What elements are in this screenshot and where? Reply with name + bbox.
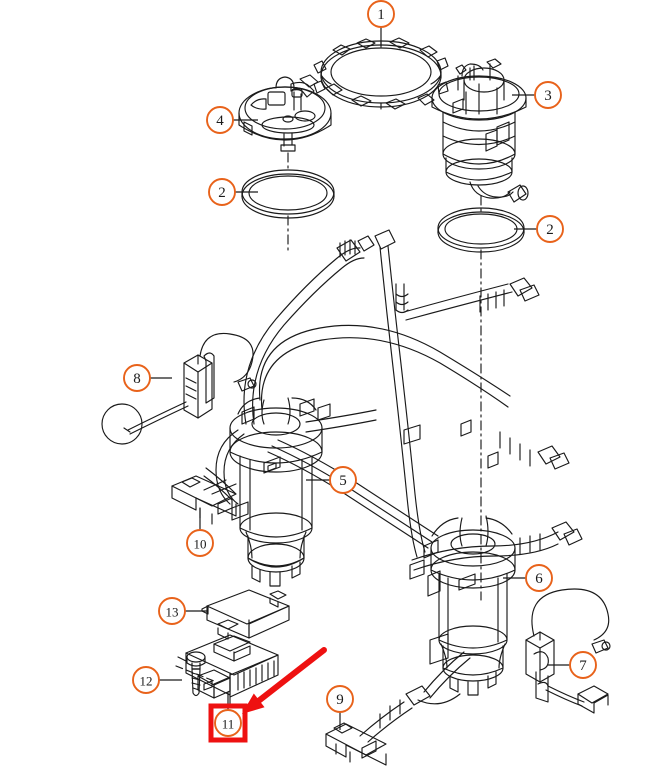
callout-number-label: 10 [194, 537, 207, 552]
red-annotation-arrow [241, 647, 327, 714]
bolt-axis-line [175, 665, 215, 682]
callout-circle[interactable] [329, 466, 357, 494]
part-retaining-clip-lower [525, 588, 611, 714]
callout-number-label: 8 [133, 371, 141, 387]
callout-number-label: 2 [546, 222, 554, 238]
diagram-linework [101, 37, 611, 766]
callout-circle[interactable] [132, 666, 160, 694]
callout-circle[interactable] [158, 597, 186, 625]
callout-circle[interactable] [123, 364, 151, 392]
callout-number-label: 5 [339, 473, 347, 489]
part-fuel-pump-control-unit [177, 634, 279, 706]
callout-circle[interactable] [326, 685, 354, 713]
part-fuel-pump-left [229, 397, 323, 587]
callout-2-seal-ring-right[interactable]: 2 [514, 215, 564, 243]
callout-4-fuel-delivery-unit-flange[interactable]: 4 [206, 106, 258, 134]
callout-circle[interactable] [525, 564, 553, 592]
callout-circle[interactable] [206, 106, 234, 134]
callout-number-label: 9 [336, 692, 344, 708]
callout-circle[interactable] [534, 81, 562, 109]
callout-circle[interactable] [208, 178, 236, 206]
callout-1-locking-ring[interactable]: 1 [367, 0, 395, 46]
callout-circle[interactable] [536, 215, 564, 243]
callout-number-label: 7 [579, 658, 587, 674]
callout-number-label: 13 [166, 605, 179, 620]
part-connector-bottom [325, 651, 471, 766]
callout-11-fuel-pump-control-unit[interactable]: 11 [214, 692, 242, 737]
callout-number-label: 4 [216, 113, 224, 129]
callout-number-label: 1 [377, 7, 385, 23]
part-connector-left [171, 467, 237, 525]
callout-10-connector-left[interactable]: 10 [186, 508, 214, 557]
part-control-unit-cover [201, 589, 290, 640]
callout-layer: 1 4 3 2 2 8 5 10 6 13 7 12 9 11 [123, 0, 597, 737]
callout-circle[interactable] [186, 529, 214, 557]
callout-8-retaining-clip-upper[interactable]: 8 [123, 364, 172, 392]
callout-6-fuel-pump-right[interactable]: 6 [503, 564, 553, 592]
callout-number-label: 11 [222, 717, 235, 732]
callout-2-seal-ring-left[interactable]: 2 [208, 178, 258, 206]
callout-number-label: 12 [140, 674, 153, 689]
part-fuel-pump-assembly [431, 58, 529, 203]
callout-5-fuel-pump-left[interactable]: 5 [306, 466, 357, 494]
callout-7-retaining-clip-lower[interactable]: 7 [548, 651, 597, 679]
callout-circle[interactable] [367, 0, 395, 28]
callout-circle[interactable] [214, 709, 242, 737]
part-fuel-pump-right [423, 515, 516, 696]
callout-number-label: 6 [535, 571, 543, 587]
highlight-box-item-11 [208, 703, 248, 743]
callout-9-connector-bottom[interactable]: 9 [326, 685, 354, 730]
callout-number-label: 2 [218, 185, 226, 201]
callout-12-bolt[interactable]: 12 [132, 666, 182, 694]
callout-13-control-unit-cover[interactable]: 13 [158, 597, 208, 625]
part-retaining-clip-upper [101, 332, 257, 445]
callout-circle[interactable] [569, 651, 597, 679]
part-delivery-unit-flange [238, 74, 332, 152]
callout-3-fuel-pump-assembly[interactable]: 3 [512, 81, 562, 109]
callout-number-label: 3 [544, 88, 552, 104]
